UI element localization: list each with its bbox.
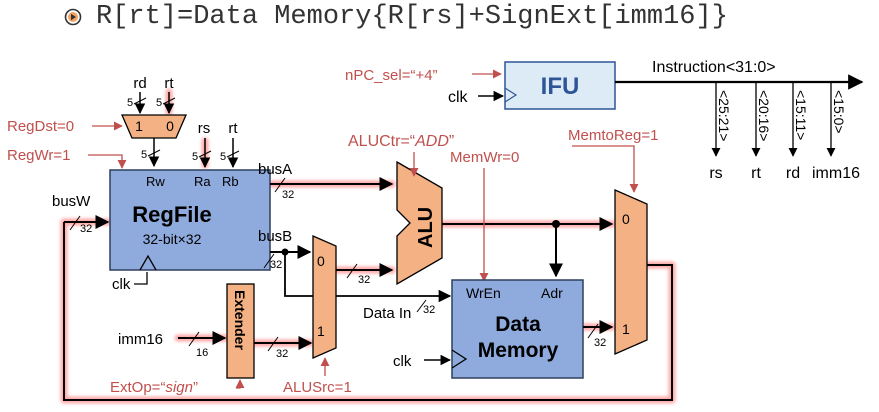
regfile-title: RegFile [132, 202, 211, 227]
memtoreg-in1: 1 [622, 321, 630, 337]
regfile-port-rb: Rb [222, 174, 239, 189]
ifu-clk-label: clk [448, 89, 469, 106]
memwr-control-label: MemWr=0 [450, 149, 519, 166]
dmem-wren-port: WrEn [466, 285, 501, 301]
instruction-bus: Instruction<31:0> <25:21> <20:16> <15:11… [615, 59, 864, 182]
regfile-block: Rw Ra Rb RegFile 32-bit×32 clk [109, 169, 271, 293]
instruction-label: Instruction<31:0> [652, 59, 776, 76]
alu-label: ALU [415, 207, 437, 248]
extender-block: Extender [226, 283, 255, 379]
alusrc-control-label: ALUSrc=1 [283, 379, 352, 396]
regfile-port-rw: Rw [146, 174, 165, 189]
field-bits-imm16: <15:0> [831, 90, 847, 134]
field-name-rt: rt [751, 165, 761, 182]
alusrc-mux: 0 1 [312, 235, 337, 359]
field-name-imm16: imm16 [812, 165, 860, 182]
regfile-subtitle: 32-bit×32 [143, 231, 202, 247]
busa-label: busA [258, 161, 292, 178]
dmem-out-width: 32 [594, 337, 606, 349]
regdst-width-in0: 5 [156, 97, 162, 109]
memtoreg-in0: 0 [622, 211, 630, 227]
npc-sel-label: nPC_sel=“+4” [345, 67, 438, 84]
regfile-rs-input: rs [198, 120, 211, 137]
regfile-width-rb: 5 [220, 151, 226, 163]
busw-width: 32 [80, 223, 92, 235]
title-text: R[rt]=Data Memory{R[rs]+SignExt[imm16]} [96, 2, 728, 32]
alusrc-in1: 1 [317, 323, 325, 339]
dmem-title-line1: Data [495, 313, 541, 336]
dmem-data-in-label: Data In [363, 305, 411, 322]
dmem-data-in-width: 32 [423, 304, 435, 316]
field-bits-rt: <20:16> [756, 90, 772, 141]
regfile-width-ra: 5 [192, 151, 198, 163]
data-memory-block: WrEn Adr Data Memory [451, 279, 584, 379]
ifu-block: IFU clk [448, 61, 616, 110]
busw-label: busW [52, 193, 91, 210]
regdst-mux: rd rt 5 5 1 0 5 [121, 75, 187, 168]
slide-title: R[rt]=Data Memory{R[rs]+SignExt[imm16]} [0, 0, 879, 44]
imm16-input-label: imm16 [118, 331, 163, 348]
extender-out-width: 32 [276, 348, 288, 360]
regfile-port-ra: Ra [194, 174, 211, 189]
regdst-control-label: RegDst=0 [7, 118, 74, 135]
busb-width: 32 [270, 259, 282, 271]
alusrc-in0: 0 [317, 253, 325, 269]
regdst-sel1: 1 [135, 118, 143, 134]
alu-block: ALU [396, 160, 443, 286]
extender-label: Extender [232, 290, 248, 350]
regdst-sel0: 0 [166, 118, 174, 134]
dmem-clk-label: clk [393, 353, 412, 370]
imm16-width: 16 [196, 347, 208, 359]
play-circle-icon [64, 8, 82, 26]
field-bits-rd: <15:11> [793, 90, 809, 140]
field-bits-rs: <25:21> [716, 90, 732, 141]
alusrc-out-width: 32 [358, 274, 370, 286]
memtoreg-control-label: MemtoReg=1 [568, 127, 658, 144]
field-name-rd: rd [786, 165, 800, 182]
memtoreg-mux: 0 1 [614, 189, 648, 355]
dmem-adr-port: Adr [541, 285, 563, 301]
regdst-in-rt: rt [164, 75, 174, 92]
regwr-control-label: RegWr=1 [7, 147, 71, 164]
regdst-in-rd: rd [133, 75, 146, 92]
ifu-label: IFU [541, 73, 580, 100]
aluctr-control-label: ALUCtr=“ADD” [348, 133, 454, 150]
extop-control-label: ExtOp=“sign” [110, 379, 198, 396]
regdst-width-out: 5 [141, 149, 147, 161]
busb-label: busB [258, 228, 292, 245]
busa-width: 32 [282, 189, 294, 201]
regfile-rt-input: rt [228, 120, 238, 137]
field-name-rs: rs [709, 165, 722, 182]
dmem-title-line2: Memory [478, 339, 559, 362]
regdst-width-in1: 5 [127, 97, 133, 109]
regfile-clk-label: clk [112, 276, 131, 293]
